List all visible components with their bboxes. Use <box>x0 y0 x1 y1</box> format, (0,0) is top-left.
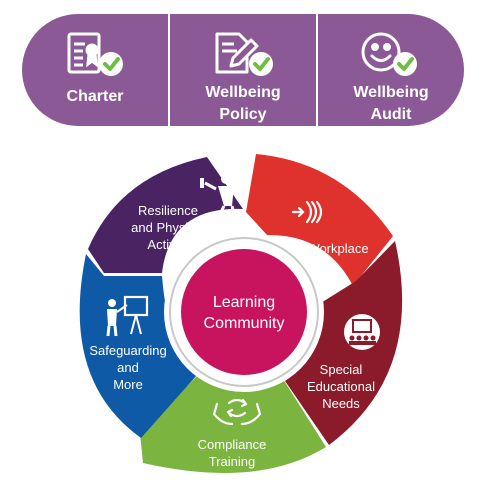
wellbeing-audit-label: Wellbeing Audit <box>353 84 429 123</box>
center-label-line1: Learning <box>213 294 275 311</box>
teacher-board-icon <box>106 295 149 337</box>
center-label-line2: Community <box>204 315 285 332</box>
wheel-segment-special-educational-needs <box>285 241 403 445</box>
check-icon <box>249 52 273 76</box>
resilience-label-line1: Resilience <box>138 203 198 218</box>
check-icon <box>99 52 123 76</box>
hands-recycle-icon <box>212 398 262 426</box>
safeguarding-label-line3: More <box>113 377 143 392</box>
fitness-icon <box>200 174 246 215</box>
safeguarding-label-line2: and <box>117 360 139 375</box>
check-icon <box>393 52 417 76</box>
arrow-forward-icon <box>291 200 323 224</box>
wheel-segment-compliance-training <box>140 373 326 473</box>
smiley-face-icon <box>361 32 401 72</box>
wellbeing-policy-label: Wellbeing Policy <box>205 84 281 123</box>
workplace-label: Workplace <box>307 241 368 256</box>
compliance-label-line2: Training <box>209 454 255 469</box>
sen-label-line3: Needs <box>322 396 360 411</box>
top-bar: Charter Wellbeing Policy <box>22 14 464 126</box>
wheel-segment-resilience <box>88 157 243 273</box>
group-presentation-icon <box>344 314 380 350</box>
center-circle <box>181 249 307 375</box>
charter-item: Charter <box>22 14 168 126</box>
sen-label-line2: Educational <box>307 379 375 394</box>
document-pencil-icon <box>215 32 259 74</box>
certificate-icon <box>67 32 101 74</box>
resilience-label-line3: Activity <box>147 237 189 252</box>
sen-label-line1: Special <box>320 362 363 377</box>
charter-label: Charter <box>66 88 124 105</box>
resilience-label-line2: and Physical <box>131 220 205 235</box>
wellbeing-audit-item: Wellbeing Audit <box>316 14 464 126</box>
compliance-label-line1: Compliance <box>198 437 267 452</box>
safeguarding-label-line1: Safeguarding <box>89 343 166 358</box>
wheel-segment-safeguarding <box>79 254 197 438</box>
wellbeing-policy-item: Wellbeing Policy <box>168 14 316 126</box>
